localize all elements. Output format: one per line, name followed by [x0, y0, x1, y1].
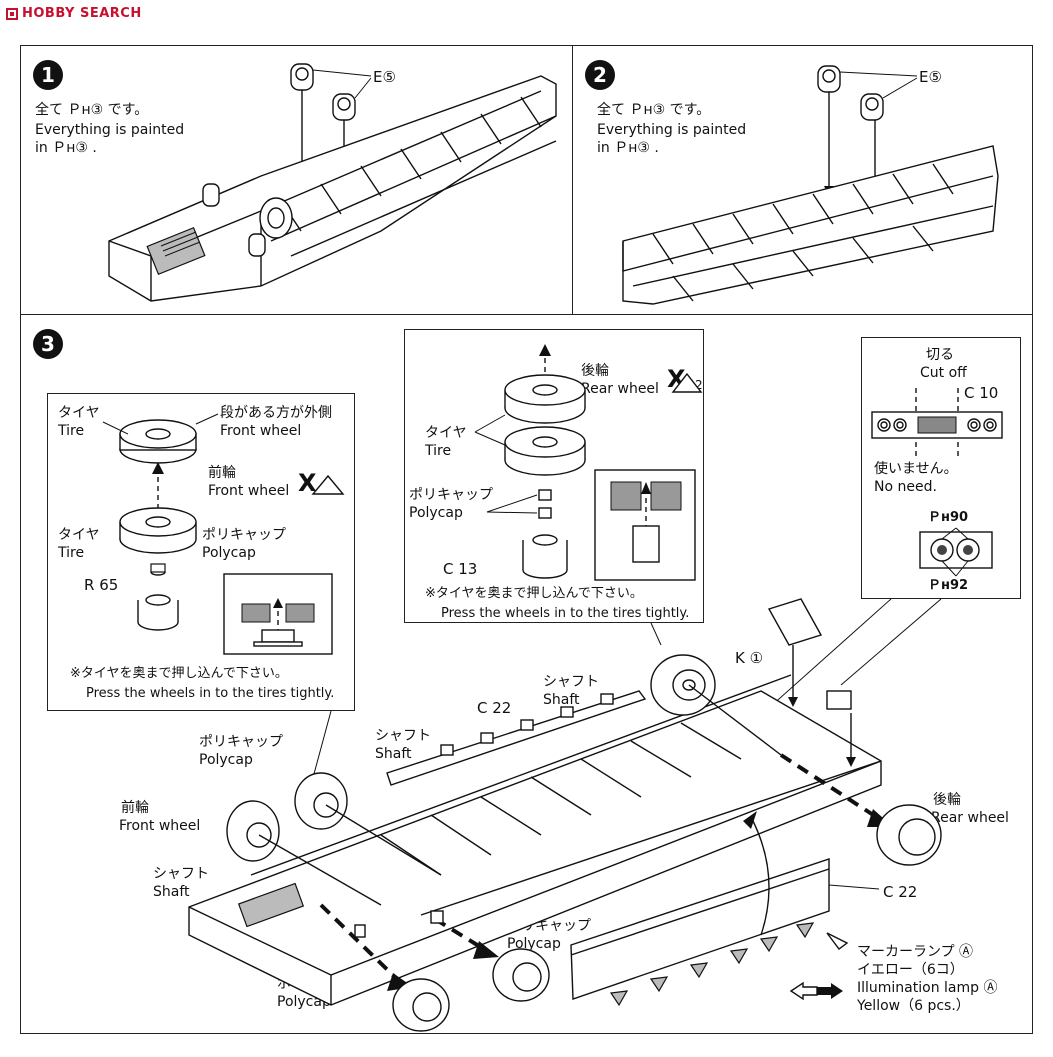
step-2-chassis-drawing: [622, 65, 999, 305]
front-shaft-label-jp: シャフト: [153, 866, 209, 882]
rear-polycap-label-jp: ポリキャップ: [409, 487, 493, 503]
rear-press-note-en: Press the wheels in to the tires tightly…: [441, 606, 690, 621]
brand-name: HOBBY SEARCH: [22, 6, 142, 21]
step-2-note-jp: 全て Ｐн③ です。: [597, 102, 711, 118]
step-1-chassis-drawing: [108, 63, 557, 302]
rear-press-note-jp: ※タイヤを奥まで押し込んで下さい。: [425, 586, 643, 601]
main-front-wheel-label-en: Front wheel: [119, 818, 201, 834]
rear-shaft-label-en: Shaft: [543, 692, 580, 708]
marker-lamp-label-jp: マーカーランプ Ⓐ: [857, 944, 974, 960]
front-wheel-detail-box: タイヤ Tire 段がある方が外側 Front wheel 前輪 Front w…: [47, 393, 355, 711]
cut-off-detail-drawing: [871, 388, 1003, 577]
rear-polycap-label-en: Polycap: [409, 505, 463, 521]
step-side-label-en: Front wheel: [220, 423, 302, 439]
rear-wheel-detail-drawing: [474, 344, 703, 581]
front-tire-label-jp: タイヤ: [58, 405, 100, 421]
cut-label-jp: 切る: [926, 347, 954, 363]
marker-color-label-jp: イエロー（6コ）: [857, 962, 964, 978]
front-polycap-label-jp: ポリキャップ: [202, 527, 286, 543]
polycap-top-label-jp: ポリキャップ: [199, 734, 283, 750]
brand-icon: [6, 7, 18, 20]
rear-tire-label-en: Tire: [425, 443, 452, 459]
front-press-note-jp: ※タイヤを奥まで押し込んで下さい。: [70, 666, 288, 681]
marker-color-label-en: Yellow（6 pcs.）: [857, 998, 970, 1014]
step-3-main-assembly-drawing: [188, 598, 942, 1032]
cut-part-c10: C 10: [964, 384, 999, 402]
step-2-part-label: E⑤: [919, 68, 942, 86]
cut-label-en: Cut off: [920, 365, 967, 381]
ph-bottom-label: Ｐн92: [928, 578, 969, 593]
c22-top-label: C 22: [477, 699, 512, 717]
front-shaft-label-en: Shaft: [153, 884, 190, 900]
front-press-note-en: Press the wheels in to the tires tightly…: [86, 686, 335, 701]
main-rear-wheel-label-en: Rear wheel: [931, 810, 1009, 826]
rear-part-c13: C 13: [443, 560, 478, 578]
step-1-note-en2: in Ｐн③ .: [35, 140, 97, 156]
marker-lamp-label-en: Illumination lamp Ⓐ: [857, 980, 998, 996]
step-1-part-label: E⑤: [373, 68, 396, 86]
front-tire2-label-en: Tire: [58, 545, 85, 561]
main-rear-wheel-label-jp: 後輪: [933, 792, 961, 808]
k1-label: K ①: [735, 649, 764, 667]
unused-label-jp: 使いません。: [874, 461, 958, 477]
front-wheel-code: X: [298, 469, 317, 497]
main-front-wheel-label-jp: 前輪: [121, 800, 149, 816]
rear-wheel-label-jp: 後輪: [581, 363, 609, 379]
front-tire-label-en: Tire: [58, 423, 85, 439]
mid-shaft-label-en: Shaft: [375, 746, 412, 762]
front-wheel-detail-drawing: [102, 413, 345, 655]
polycap-top-label-en: Polycap: [199, 752, 253, 768]
step-2-note-en2: in Ｐн③ .: [597, 140, 659, 156]
rear-shaft-label-jp: シャフト: [543, 674, 599, 690]
step-3-number: 3: [33, 329, 63, 359]
ph-top-label: Ｐн90: [928, 510, 969, 525]
step-side-label-jp: 段がある方が外側: [220, 405, 332, 421]
polycap-mid-label-en: Polycap: [507, 936, 561, 952]
step-2-panel: 2 全て Ｐн③ です。 Everything is painted in Ｐн…: [572, 45, 1033, 315]
c22-bottom-label: C 22: [883, 883, 918, 901]
front-polycap-label-en: Polycap: [202, 545, 256, 561]
rear-wheel-detail-box: 後輪 Rear wheel X 2 タイヤ Tire ポリキャップ Polyca…: [404, 329, 704, 623]
front-tire2-label-jp: タイヤ: [58, 527, 100, 543]
cut-off-detail-box: 切る Cut off C 10 使いません。 No need. Ｐн90 Ｐн9…: [861, 337, 1021, 599]
front-part-r: R 65: [84, 576, 119, 594]
rear-tire-label-jp: タイヤ: [425, 425, 467, 441]
step-1-number: 1: [33, 60, 63, 90]
front-wheel-label-en: Front wheel: [208, 483, 290, 499]
front-wheel-label-jp: 前輪: [208, 465, 236, 481]
step-1-note-jp: 全て Ｐн③ です。: [35, 102, 149, 118]
step-1-panel: 1 全て Ｐн③ です。 Everything is painted in Ｐн…: [20, 45, 573, 315]
rear-wheel-label-en: Rear wheel: [581, 381, 659, 397]
mid-shaft-label-jp: シャフト: [375, 728, 431, 744]
unused-label-en: No need.: [874, 479, 937, 495]
step-1-note-en1: Everything is painted: [35, 122, 185, 138]
step-2-number: 2: [585, 60, 615, 90]
brand-logo: HOBBY SEARCH: [6, 6, 142, 21]
rear-wheel-qty: 2: [695, 378, 703, 392]
step-3-panel: 3 タイヤ Tire 段がある方が外側 Front wheel 前輪 Front…: [20, 314, 1033, 1034]
step-2-note-en1: Everything is painted: [597, 122, 747, 138]
